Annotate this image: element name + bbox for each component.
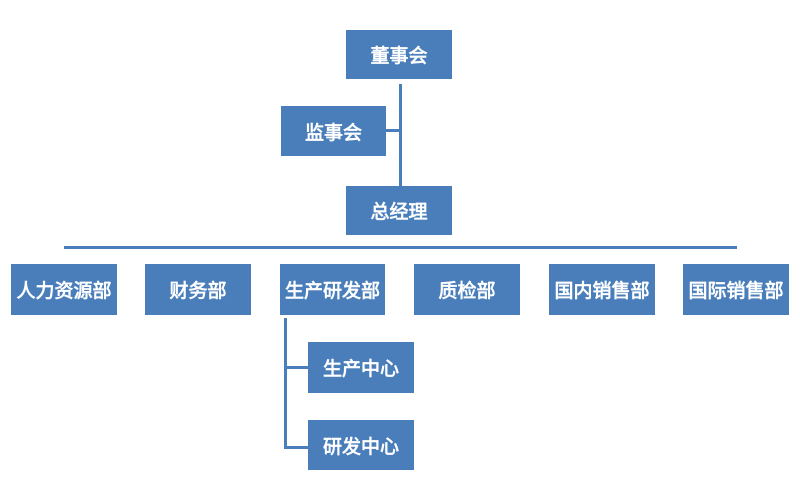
connector-board-to-gm	[399, 84, 402, 186]
department-international-sales-box: 国际销售部	[683, 264, 789, 315]
general-manager-box: 总经理	[346, 186, 452, 235]
department-hr-box: 人力资源部	[11, 264, 117, 315]
connector-rd-to-research	[284, 446, 308, 449]
department-quality-box: 质检部	[414, 264, 520, 315]
production-center-box: 生产中心	[308, 342, 414, 393]
department-domestic-sales-box: 国内销售部	[549, 264, 655, 315]
research-center-box: 研发中心	[308, 420, 414, 470]
board-box: 董事会	[346, 30, 452, 79]
connector-rd-to-production	[284, 366, 308, 369]
department-production-rd-box: 生产研发部	[280, 264, 385, 315]
department-finance-box: 财务部	[145, 264, 251, 315]
connector-department-bus	[64, 246, 737, 249]
supervisory-board-box: 监事会	[281, 106, 386, 156]
connector-rd-vertical	[284, 318, 287, 449]
connector-supervisory-branch	[386, 129, 401, 132]
